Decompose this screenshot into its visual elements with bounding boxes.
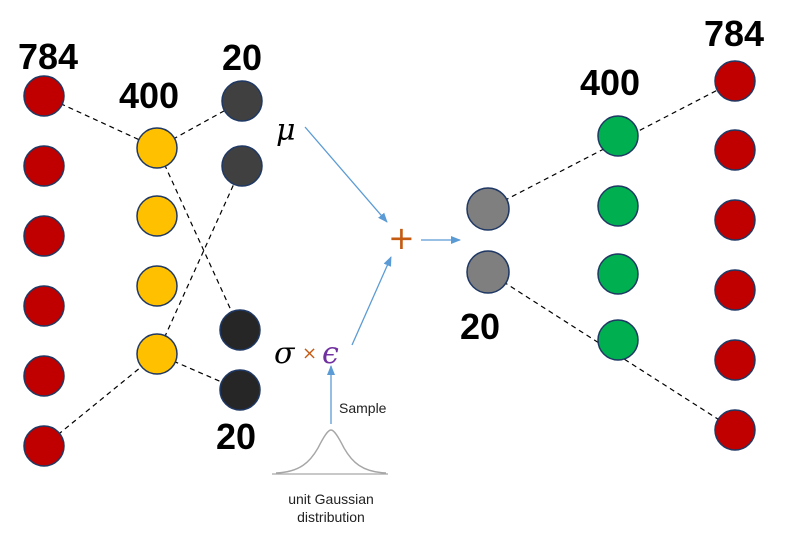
mu-to-plus-arrow	[304, 126, 388, 223]
output-node	[714, 60, 756, 102]
connector-line	[156, 147, 241, 331]
gaussian-curve	[275, 429, 387, 474]
mu-node	[221, 80, 263, 122]
output-node	[714, 269, 756, 311]
sigma-node	[219, 369, 261, 411]
times-symbol: ×	[302, 343, 318, 364]
gaussian-caption-line-2: distribution	[297, 509, 365, 525]
plus-symbol: +	[388, 219, 415, 257]
sigma-node	[219, 309, 261, 351]
mu-symbol: μ	[276, 113, 296, 148]
output-layer	[714, 60, 756, 451]
input-layer	[23, 75, 65, 467]
input-node	[23, 75, 65, 117]
encoder-hidden-node	[136, 195, 178, 237]
decoder-hidden-node	[597, 185, 639, 227]
encoder-hidden-layer	[136, 127, 178, 375]
input-node	[23, 145, 65, 187]
encoder-hidden-node	[136, 127, 178, 169]
decoder-hidden-size-label: 400	[580, 62, 641, 103]
latent-node	[466, 250, 510, 294]
output-node	[714, 199, 756, 241]
decoder-hidden-node	[597, 319, 639, 361]
latent-layer	[466, 187, 510, 294]
input-size-label: 784	[18, 36, 79, 77]
connector-line	[156, 165, 243, 355]
mu-node	[221, 145, 263, 187]
connector-line	[156, 100, 243, 149]
mu-layer	[221, 80, 263, 187]
encoder-hidden-node	[136, 265, 178, 307]
sigma-symbol: σ	[274, 336, 295, 371]
gaussian-distribution-icon	[272, 429, 388, 475]
gaussian-caption-line-1: unit Gaussian	[288, 491, 374, 507]
encoder-hidden-size-label: 400	[119, 75, 180, 116]
sigma-to-plus-arrow	[351, 256, 392, 346]
latent-node	[466, 187, 510, 231]
flow-arrows	[304, 126, 461, 424]
sigma-layer	[219, 309, 261, 411]
output-size-label: 784	[704, 13, 765, 54]
epsilon-symbol: ϵ	[322, 336, 339, 371]
mu-size-label: 20	[222, 37, 263, 78]
connector-line	[43, 353, 158, 447]
input-node	[23, 215, 65, 257]
input-node	[23, 285, 65, 327]
output-node	[714, 409, 756, 451]
decoder-hidden-node	[597, 115, 639, 157]
latent-size-label: 20	[460, 306, 501, 347]
output-node	[714, 339, 756, 381]
input-node	[23, 355, 65, 397]
encoder-hidden-node	[136, 333, 178, 375]
sigma-size-label: 20	[216, 416, 257, 457]
sample-label: Sample	[339, 400, 387, 416]
output-node	[714, 129, 756, 171]
input-node	[23, 425, 65, 467]
decoder-hidden-node	[597, 253, 639, 295]
decoder-hidden-layer	[597, 115, 639, 361]
